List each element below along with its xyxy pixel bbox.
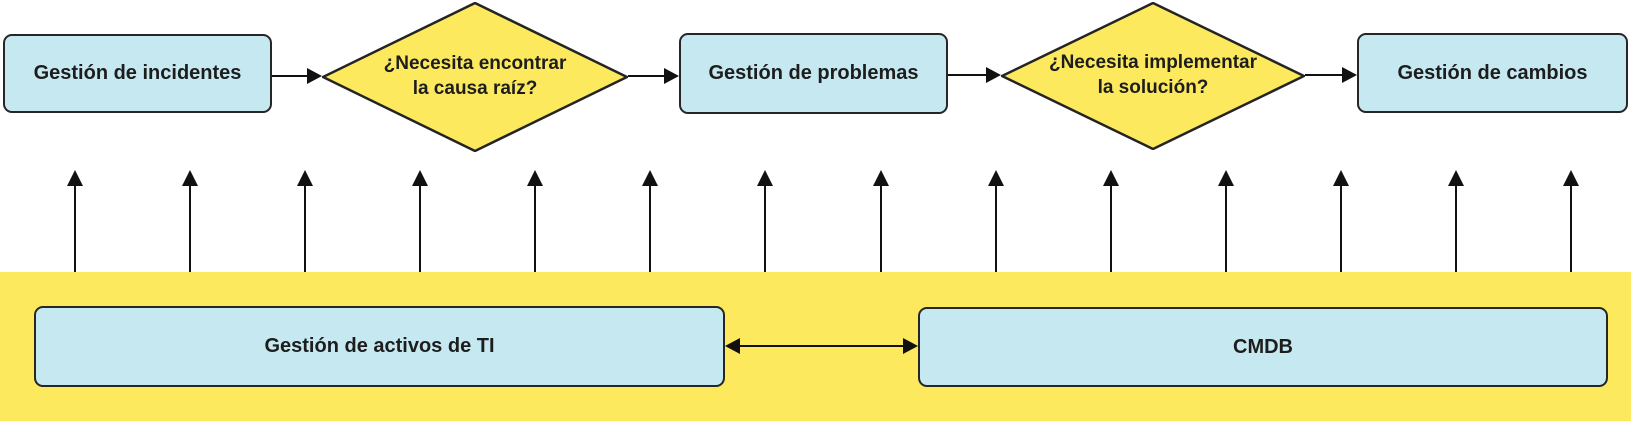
arrowhead-right-icon [1342, 67, 1357, 83]
arrow-shaft [948, 74, 986, 76]
arrow-solucion-to-cambios [1305, 66, 1357, 84]
process-box-cambios-label: Gestión de cambios [1397, 61, 1588, 84]
band-box-cmdb-label: CMDB [1233, 335, 1293, 358]
upward-arrow [66, 170, 84, 272]
arrow-shaft [1110, 186, 1112, 272]
arrowhead-up-icon [182, 170, 198, 186]
arrow-shaft [74, 186, 76, 272]
upward-arrow [1332, 170, 1350, 272]
arrow-shaft [628, 75, 664, 77]
process-box-cambios: Gestión de cambios [1357, 33, 1628, 113]
upward-arrow [411, 170, 429, 272]
upward-arrow [181, 170, 199, 272]
diamond-shape [1001, 2, 1305, 150]
arrowhead-up-icon [297, 170, 313, 186]
arrow-shaft [1305, 74, 1342, 76]
arrowhead-up-icon [988, 170, 1004, 186]
arrowhead-up-icon [1563, 170, 1579, 186]
arrow-shaft [740, 345, 903, 347]
arrowhead-up-icon [1218, 170, 1234, 186]
arrowhead-right-icon [903, 338, 918, 354]
arrowhead-right-icon [986, 67, 1001, 83]
decision-diamond-solucion: ¿Necesita implementar la solución? [1001, 2, 1305, 150]
double-arrow-activos-cmdb [725, 337, 918, 355]
arrow-shaft [649, 186, 651, 272]
arrow-shaft [272, 75, 307, 77]
arrowhead-up-icon [873, 170, 889, 186]
decision-diamond-causa: ¿Necesita encontrar la causa raíz? [322, 2, 628, 152]
arrowhead-left-icon [725, 338, 740, 354]
arrow-shaft [995, 186, 997, 272]
arrowhead-up-icon [412, 170, 428, 186]
arrowhead-up-icon [527, 170, 543, 186]
arrow-shaft [1455, 186, 1457, 272]
arrow-shaft [1570, 186, 1572, 272]
upward-arrow [1217, 170, 1235, 272]
arrowhead-up-icon [67, 170, 83, 186]
process-box-problemas-label: Gestión de problemas [708, 62, 919, 84]
band-box-activos-label: Gestión de activos de TI [264, 335, 495, 357]
arrowhead-up-icon [1103, 170, 1119, 186]
upward-arrow [526, 170, 544, 272]
arrow-shaft [764, 186, 766, 272]
upward-arrow [756, 170, 774, 272]
arrow-incidentes-to-causa [272, 67, 322, 85]
upward-arrow [641, 170, 659, 272]
arrow-shaft [1225, 186, 1227, 272]
arrowhead-up-icon [757, 170, 773, 186]
process-box-problemas: Gestión de problemas [679, 33, 948, 114]
upward-arrow [1102, 170, 1120, 272]
arrow-shaft [419, 186, 421, 272]
band-box-activos: Gestión de activos de TI [34, 306, 725, 387]
arrow-causa-to-problemas [628, 67, 679, 85]
arrow-shaft [534, 186, 536, 272]
arrowhead-right-icon [664, 68, 679, 84]
arrowhead-right-icon [307, 68, 322, 84]
arrow-shaft [304, 186, 306, 272]
arrowhead-up-icon [642, 170, 658, 186]
band-box-cmdb: CMDB [918, 307, 1608, 387]
upward-arrow [872, 170, 890, 272]
arrow-shaft [880, 186, 882, 272]
arrowhead-up-icon [1333, 170, 1349, 186]
arrow-problemas-to-solucion [948, 66, 1001, 84]
upward-arrow [296, 170, 314, 272]
process-box-incidentes: Gestión de incidentes [3, 34, 272, 113]
upward-arrow [1562, 170, 1580, 272]
process-box-incidentes-label: Gestión de incidentes [33, 62, 242, 84]
upward-arrow [1447, 170, 1465, 272]
arrow-shaft [1340, 186, 1342, 272]
diamond-shape [322, 2, 628, 152]
arrowhead-up-icon [1448, 170, 1464, 186]
upward-arrow [987, 170, 1005, 272]
arrow-shaft [189, 186, 191, 272]
